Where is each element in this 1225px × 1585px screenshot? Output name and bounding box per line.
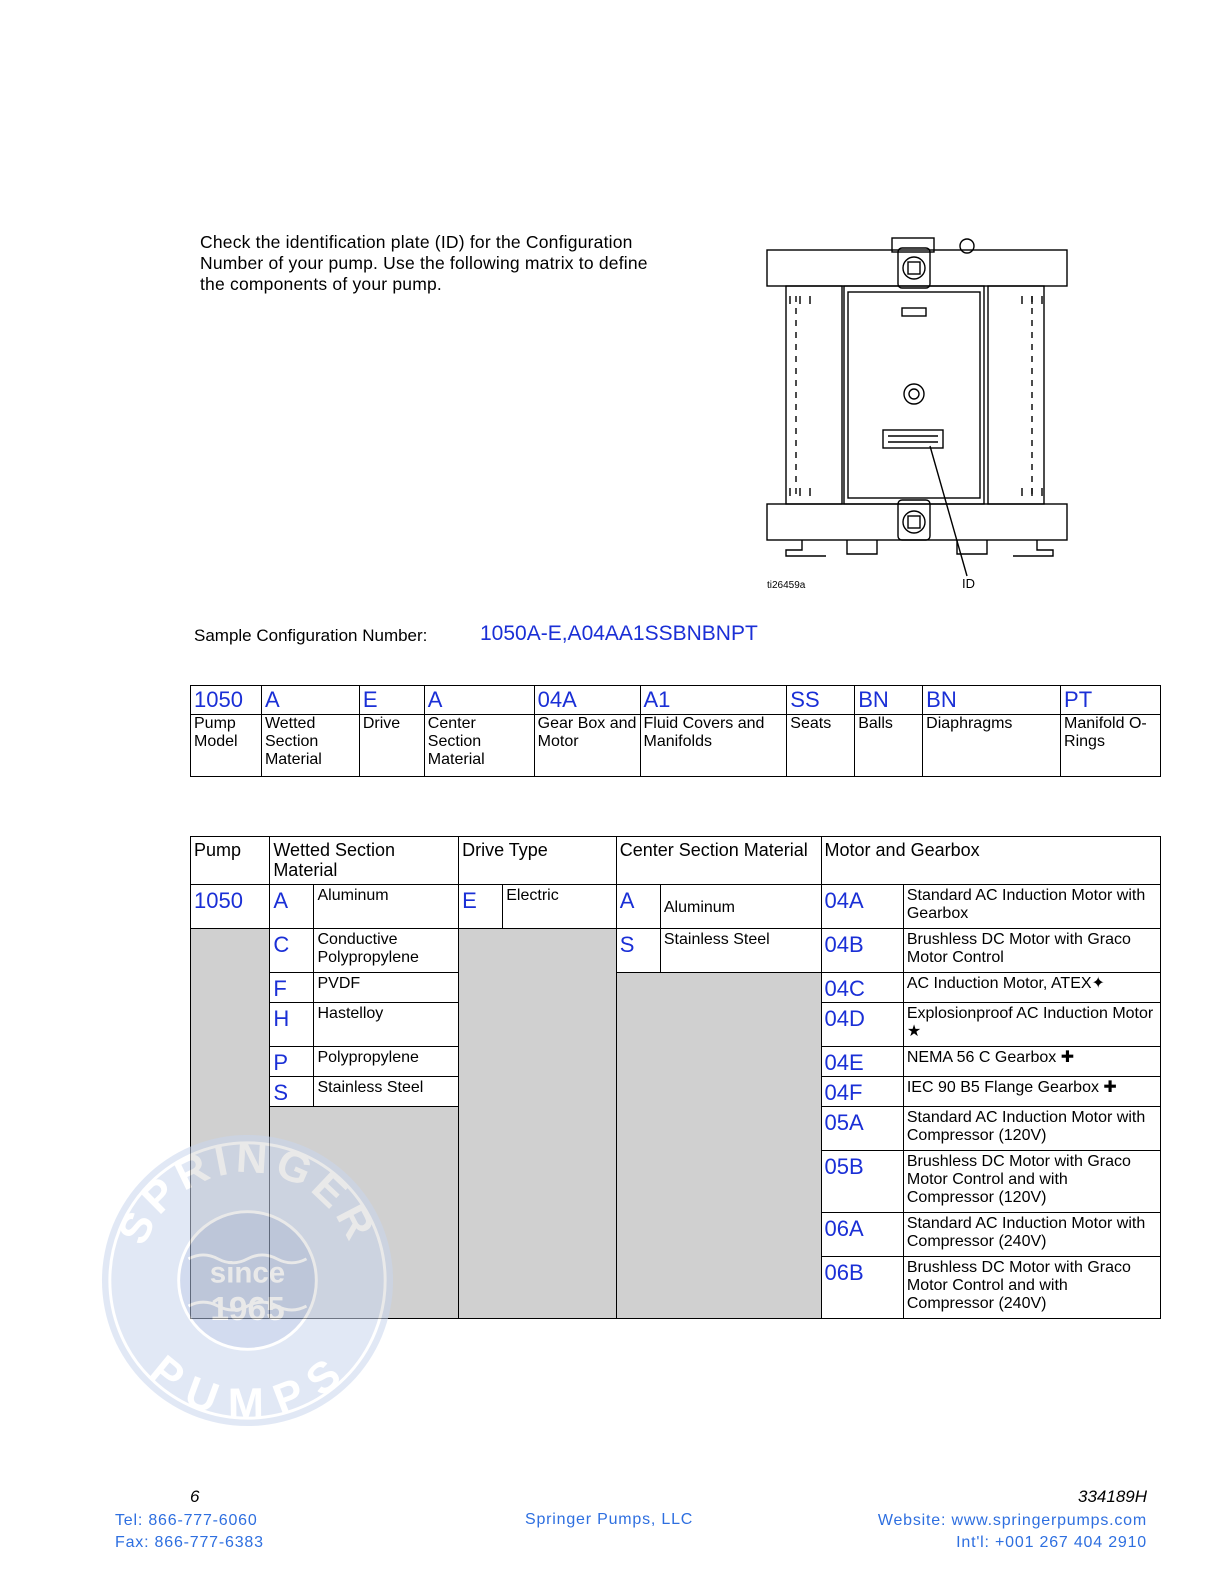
svg-text:1965: 1965: [210, 1291, 284, 1328]
config-code: 04A: [533, 685, 641, 715]
page-number: 6: [190, 1487, 200, 1506]
figure-id-label: ti26459a: [767, 580, 806, 591]
config-code: BN: [922, 685, 1062, 715]
config-label: Balls: [854, 714, 924, 777]
center-desc: Aluminum: [659, 884, 822, 929]
config-label: Drive: [358, 714, 425, 777]
motor-code: 04C: [820, 972, 904, 1003]
config-label: Center Section Material: [423, 714, 535, 777]
config-breakdown-table: 1050 A E A 04A A1 SS BN BN PT Pump Model…: [190, 685, 1161, 777]
motor-code: 04E: [820, 1046, 904, 1077]
motor-code: 05A: [820, 1106, 904, 1151]
config-label: Seats: [786, 714, 856, 777]
center-desc: Stainless Steel: [659, 928, 822, 973]
motor-code: 05B: [820, 1150, 904, 1213]
config-code: A: [423, 685, 535, 715]
config-code: A1: [639, 685, 788, 715]
wetted-code: H: [269, 1002, 315, 1047]
motor-desc: Brushless DC Motor with Graco Motor Cont…: [902, 1150, 1162, 1213]
motor-desc: NEMA 56 C Gearbox ✚: [902, 1046, 1162, 1077]
motor-code: 04B: [820, 928, 904, 973]
document-number: 334189H: [1078, 1487, 1148, 1506]
sample-config-label: Sample Configuration Number:: [194, 626, 428, 645]
motor-code: 06A: [820, 1212, 904, 1257]
wetted-code: P: [269, 1046, 315, 1077]
config-label: Pump Model: [190, 714, 262, 777]
motor-desc: Standard AC Induction Motor with Gearbox: [902, 884, 1162, 929]
header-pump: Pump: [189, 836, 271, 885]
motor-code: 04D: [820, 1002, 904, 1047]
config-label: Gear Box and Motor: [533, 714, 641, 777]
motor-desc: Brushless DC Motor with Graco Motor Cont…: [902, 928, 1162, 973]
header-motor: Motor and Gearbox: [820, 836, 1162, 885]
config-code: A: [260, 685, 360, 715]
config-code: 1050: [190, 685, 262, 715]
config-label: Manifold O-Rings: [1060, 714, 1161, 777]
wetted-code: C: [269, 928, 315, 973]
motor-desc: Standard AC Induction Motor with Compres…: [902, 1212, 1162, 1257]
wetted-desc: PVDF: [313, 972, 460, 1003]
svg-text:since: since: [210, 1256, 285, 1289]
header-drive: Drive Type: [458, 836, 617, 885]
wetted-code: F: [269, 972, 315, 1003]
config-label: Wetted Section Material: [260, 714, 360, 777]
motor-desc: IEC 90 B5 Flange Gearbox ✚: [902, 1076, 1162, 1107]
header-wetted: Wetted Section Material: [269, 836, 460, 885]
footer-fax: Fax: 866-777-6383: [115, 1534, 264, 1551]
wetted-desc: Conductive Polypropylene: [313, 928, 460, 973]
header-center: Center Section Material: [615, 836, 822, 885]
motor-code: 04A: [820, 884, 904, 929]
footer-company: Springer Pumps, LLC: [525, 1511, 694, 1528]
motor-desc: AC Induction Motor, ATEX✦: [902, 972, 1162, 1003]
figure-callout-id: ID: [962, 576, 975, 591]
sample-config-value: 1050A-E,A04AA1SSBNBNPT: [480, 622, 758, 645]
center-empty: [615, 972, 822, 1319]
wetted-code: A: [269, 884, 315, 929]
drive-desc: Electric: [502, 884, 617, 929]
center-code: S: [615, 928, 661, 973]
config-label: Fluid Covers and Manifolds: [639, 714, 788, 777]
config-code: BN: [854, 685, 924, 715]
wetted-desc: Stainless Steel: [313, 1076, 460, 1107]
motor-code: 06B: [820, 1256, 904, 1319]
drive-code: E: [458, 884, 504, 929]
pump-diagram: ti26459a ID: [766, 237, 1068, 591]
config-code: SS: [786, 685, 856, 715]
config-code: E: [358, 685, 425, 715]
wetted-code: S: [269, 1076, 315, 1107]
wetted-desc: Polypropylene: [313, 1046, 460, 1077]
drive-empty: [458, 928, 617, 1319]
springer-pumps-seal-watermark: SPRINGER PUMPS since 1965: [101, 1134, 394, 1428]
footer-phone: Tel: 866-777-6060: [115, 1512, 258, 1529]
config-label: Diaphragms: [922, 714, 1062, 777]
intro-paragraph: Check the identification plate (ID) for …: [200, 232, 648, 294]
motor-desc: Brushless DC Motor with Graco Motor Cont…: [902, 1256, 1162, 1319]
pump-code: 1050: [189, 884, 271, 929]
footer-intl-phone: Int'l: +001 267 404 2910: [956, 1534, 1147, 1551]
footer-website[interactable]: Website: www.springerpumps.com: [877, 1512, 1147, 1529]
config-code: PT: [1060, 685, 1161, 715]
wetted-desc: Hastelloy: [313, 1002, 460, 1047]
center-code: A: [615, 884, 661, 929]
motor-desc: Standard AC Induction Motor with Compres…: [902, 1106, 1162, 1151]
motor-desc: Explosionproof AC Induction Motor ★: [902, 1002, 1162, 1047]
wetted-desc: Aluminum: [313, 884, 460, 929]
motor-code: 04F: [820, 1076, 904, 1107]
